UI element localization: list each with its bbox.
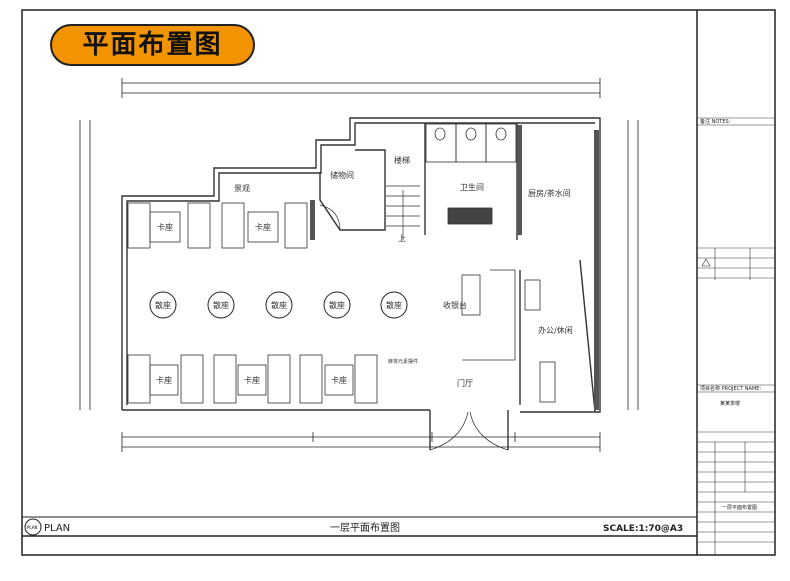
walls: [121, 117, 601, 450]
label-open-seat: 散座: [386, 300, 402, 310]
label-mahjong-decor: 麻将元素摆件: [388, 358, 418, 365]
drawing-title: 一层平面布置图: [330, 522, 400, 534]
label-booth: 卡座: [255, 222, 271, 232]
hatched-wall-east: [594, 130, 599, 410]
open-seat-tables: [149, 291, 408, 319]
page-title: 平面布置图: [82, 30, 223, 60]
page-title-badge: 平面布置图: [50, 24, 255, 66]
label-office: 办公/休闲: [538, 325, 573, 335]
title-block-drawing-name: 一层平面布置图: [722, 504, 757, 511]
plan-badge-circle: [24, 518, 42, 536]
notes-label: 备注 NOTES:: [700, 118, 731, 125]
dimension-lines: [79, 78, 639, 452]
hatched-wall-storage: [310, 200, 315, 240]
label-lobby: 门厅: [457, 378, 473, 388]
label-landscape: 景观: [234, 184, 250, 193]
label-booth: 卡座: [244, 375, 260, 385]
stairs: [386, 185, 420, 240]
drawing-frame: [21, 9, 776, 556]
label-storage: 储物间: [330, 170, 354, 180]
hatched-wall: [517, 125, 522, 235]
label-restroom: 卫生间: [460, 182, 484, 192]
plan-badge: PLAN: [27, 525, 37, 530]
label-up: 上: [398, 234, 406, 243]
booth-furniture: [127, 202, 556, 404]
label-kitchen: 厨房/茶水间: [528, 188, 571, 198]
label-booth: 卡座: [331, 375, 347, 385]
title-block-grid: [697, 117, 775, 555]
cashier-counter: [462, 269, 516, 361]
entrance-doors: [319, 204, 509, 451]
label-open-seat: 散座: [271, 300, 287, 310]
revision-triangle-icon: [701, 258, 711, 267]
label-booth: 卡座: [157, 222, 173, 232]
toilet-stalls: [425, 123, 517, 225]
label-cashier: 收银台: [443, 300, 467, 310]
label-stairs: 楼梯: [394, 155, 410, 165]
project-name-label: 项目名称 PROJECT NAME:: [700, 385, 761, 392]
plan-label: PLAN: [44, 523, 70, 534]
scale-label: SCALE:1:70@A3: [603, 524, 683, 534]
project-name: 某某茶楼: [720, 400, 740, 407]
label-open-seat: 散座: [213, 300, 229, 310]
label-open-seat: 散座: [329, 300, 345, 310]
label-booth: 卡座: [156, 375, 172, 385]
label-open-seat: 散座: [155, 300, 171, 310]
